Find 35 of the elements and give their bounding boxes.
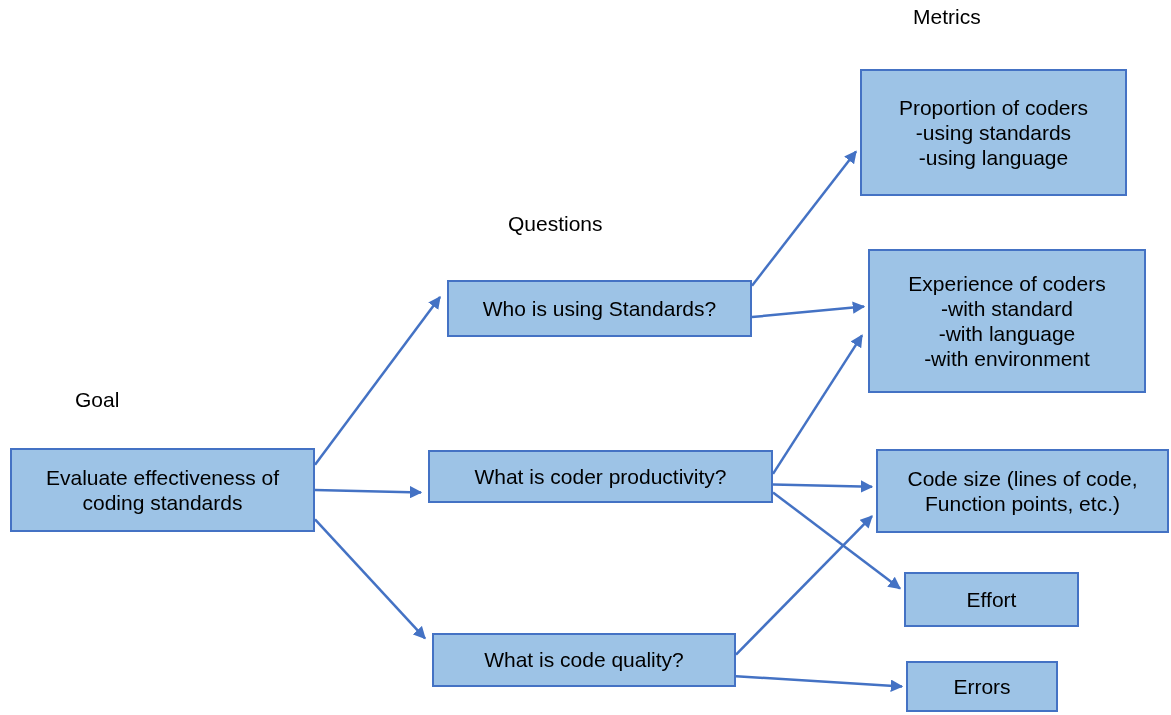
process-box	[447, 280, 752, 337]
node-text: What is coder productivity?	[474, 463, 727, 490]
node-text: Who is using Standards?	[482, 295, 717, 322]
node-text: Experience of coders	[908, 270, 1106, 296]
node-text: -using language	[918, 145, 1069, 171]
node-text: Proportion of coders	[898, 94, 1089, 120]
process-box	[428, 450, 773, 503]
column-heading: Questions	[508, 212, 603, 236]
node-text: -with standard	[941, 295, 1073, 321]
node-text: Effort	[966, 586, 1017, 613]
process-box	[860, 69, 1127, 196]
node-text: Code size (lines of code, Function points, etc.)	[906, 465, 1139, 517]
column-heading: Metrics	[913, 5, 981, 29]
arrow	[772, 480, 874, 493]
arrow	[751, 301, 866, 319]
process-box	[432, 633, 736, 687]
arrow	[735, 674, 904, 693]
node-text: -with language	[938, 321, 1076, 347]
column-heading: Goal	[75, 388, 120, 412]
arrow	[314, 296, 441, 466]
process-box	[876, 449, 1169, 533]
node-text: Evaluate effectiveness of coding standards	[44, 464, 281, 516]
arrow	[751, 150, 857, 287]
process-box	[868, 249, 1146, 393]
node-text: -with environment	[924, 346, 1090, 372]
arrow	[772, 491, 901, 590]
node-text: What is code quality?	[484, 647, 684, 673]
arrow	[735, 515, 873, 656]
node-text: -using standards	[915, 119, 1072, 146]
arrow	[314, 518, 426, 640]
arrow	[314, 485, 423, 499]
process-box	[906, 661, 1058, 712]
process-box	[904, 572, 1079, 627]
node-text: Errors	[953, 673, 1011, 700]
process-box	[10, 448, 315, 532]
